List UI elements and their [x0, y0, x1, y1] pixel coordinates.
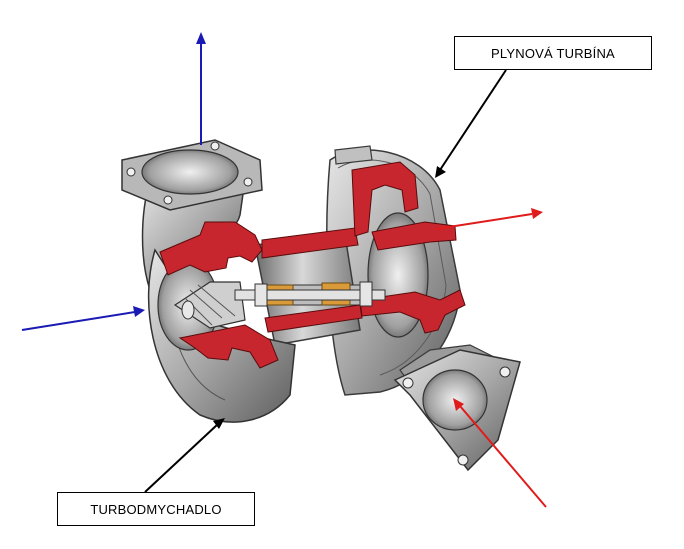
turbine-label-pointer: [435, 69, 507, 178]
compressor-wheel: [173, 281, 246, 329]
section-cut: [159, 161, 466, 369]
turbine-label: PLYNOVÁ TURBÍNA: [454, 36, 652, 70]
compressor-label-pointer: [144, 418, 225, 493]
compressor-label: TURBODMYCHADLO: [57, 492, 255, 526]
turbo-shaft: [234, 281, 386, 307]
air-inlet-arrow: [21, 306, 145, 331]
exhaust-inlet-arrow: [453, 398, 547, 508]
exhaust-outlet-arrow: [435, 208, 543, 230]
air-outlet-arrow: [196, 32, 206, 145]
